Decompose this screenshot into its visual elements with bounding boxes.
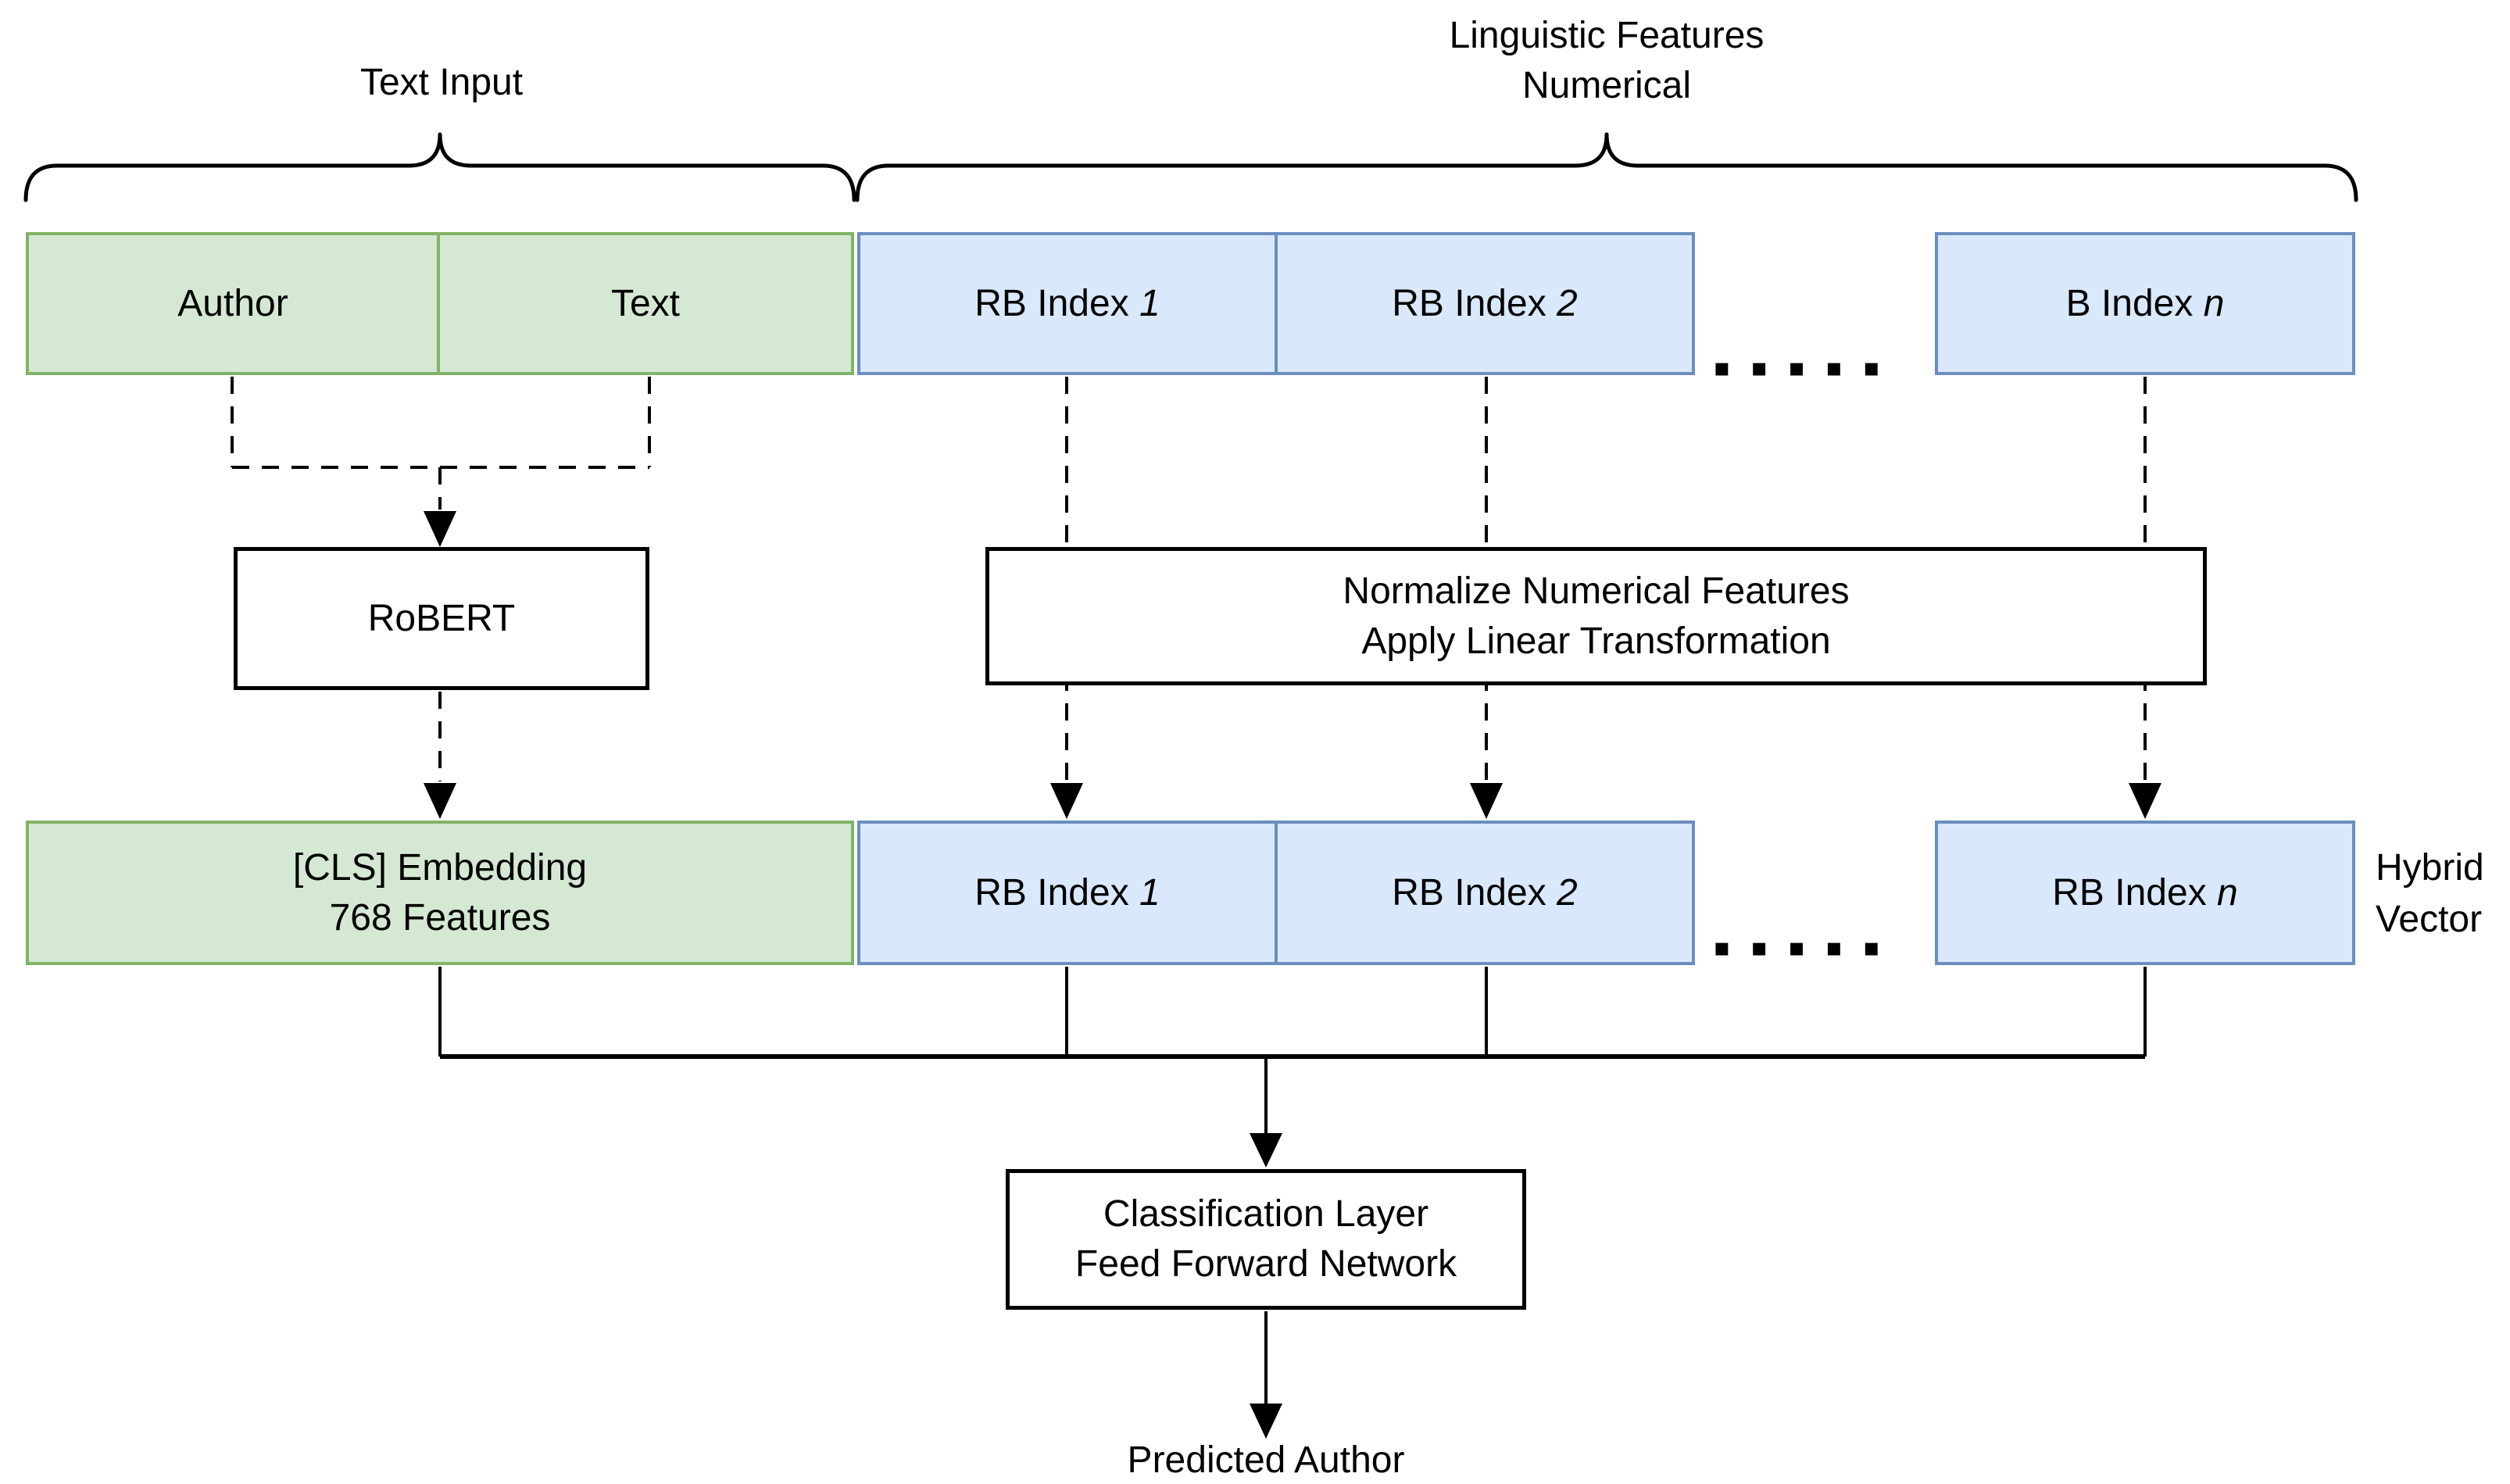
cls-embedding-line1: [CLS] Embedding (292, 846, 588, 889)
normalize-line1: Normalize Numerical Features (1343, 570, 1850, 612)
cell-label: RB Index n (2052, 871, 2238, 914)
arrowhead-into-classifier (1250, 1133, 1282, 1168)
cell-label: Author (177, 282, 288, 324)
cell-label: RB Index 2 (1392, 282, 1578, 324)
input-cell-rb-index-1: RB Index 1 (857, 232, 1278, 375)
brace-linguistic-features (855, 132, 2358, 202)
arrowhead-into-robert (424, 511, 456, 547)
arrowhead-into-output (1250, 1404, 1282, 1439)
cell-label: RB Index 1 (974, 282, 1160, 324)
classifier-line2: Feed Forward Network (1074, 1243, 1457, 1285)
group-label-text-input: Text Input (207, 58, 676, 108)
hybrid-cell-rb-index-n: RB Index n (1935, 821, 2355, 965)
arrowhead-into-rb1 (1050, 783, 1083, 819)
cell-label: Text (610, 282, 681, 324)
cell-label: RB Index 1 (974, 871, 1160, 914)
classifier-box: Classification Layer Feed Forward Networ… (1006, 1169, 1526, 1310)
arrowhead-into-rb2 (1470, 783, 1503, 819)
input-cell-b-index-n: B Index n (1935, 232, 2355, 375)
cls-embedding-line2: 768 Features (329, 896, 551, 939)
ellipsis-dots-row1: ▪ ▪ ▪ ▪ ▪ (1713, 352, 1882, 382)
input-cell-rb-index-2: RB Index 2 (1275, 232, 1695, 375)
hybrid-cell-cls-embedding: [CLS] Embedding 768 Features (26, 821, 854, 965)
hybrid-cell-rb-index-1: RB Index 1 (857, 821, 1278, 965)
normalize-line2: Apply Linear Transformation (1361, 620, 1831, 662)
input-cell-text: Text (437, 232, 854, 375)
hybrid-vector-line2: Vector (2376, 899, 2483, 940)
text-input-label: Text Input (359, 62, 524, 103)
predicted-author-label: Predicted Author (1127, 1439, 1405, 1481)
brace-text-input (23, 132, 856, 202)
cell-label: B Index n (2065, 282, 2225, 324)
classifier-line1: Classification Layer (1103, 1193, 1429, 1235)
hybrid-cell-rb-index-2: RB Index 2 (1275, 821, 1695, 965)
input-cell-author: Author (26, 232, 440, 375)
robert-label: RoBERT (367, 597, 516, 639)
arrowhead-into-rbn (2129, 783, 2161, 819)
ellipsis-dots-row2: ▪ ▪ ▪ ▪ ▪ (1713, 932, 1882, 962)
hybrid-vector-line1: Hybrid (2376, 847, 2484, 889)
robert-box: RoBERT (234, 547, 649, 690)
cell-label: RB Index 2 (1392, 871, 1578, 914)
linguistic-features-line2: Numerical (1521, 65, 1692, 106)
arrowhead-into-cls (424, 783, 456, 819)
group-label-linguistic-features: Linguistic Features Numerical (1333, 11, 1880, 111)
linguistic-features-line1: Linguistic Features (1449, 15, 1765, 56)
hybrid-vector-label: Hybrid Vector (2376, 842, 2484, 946)
normalize-box: Normalize Numerical Features Apply Linea… (985, 547, 2207, 685)
